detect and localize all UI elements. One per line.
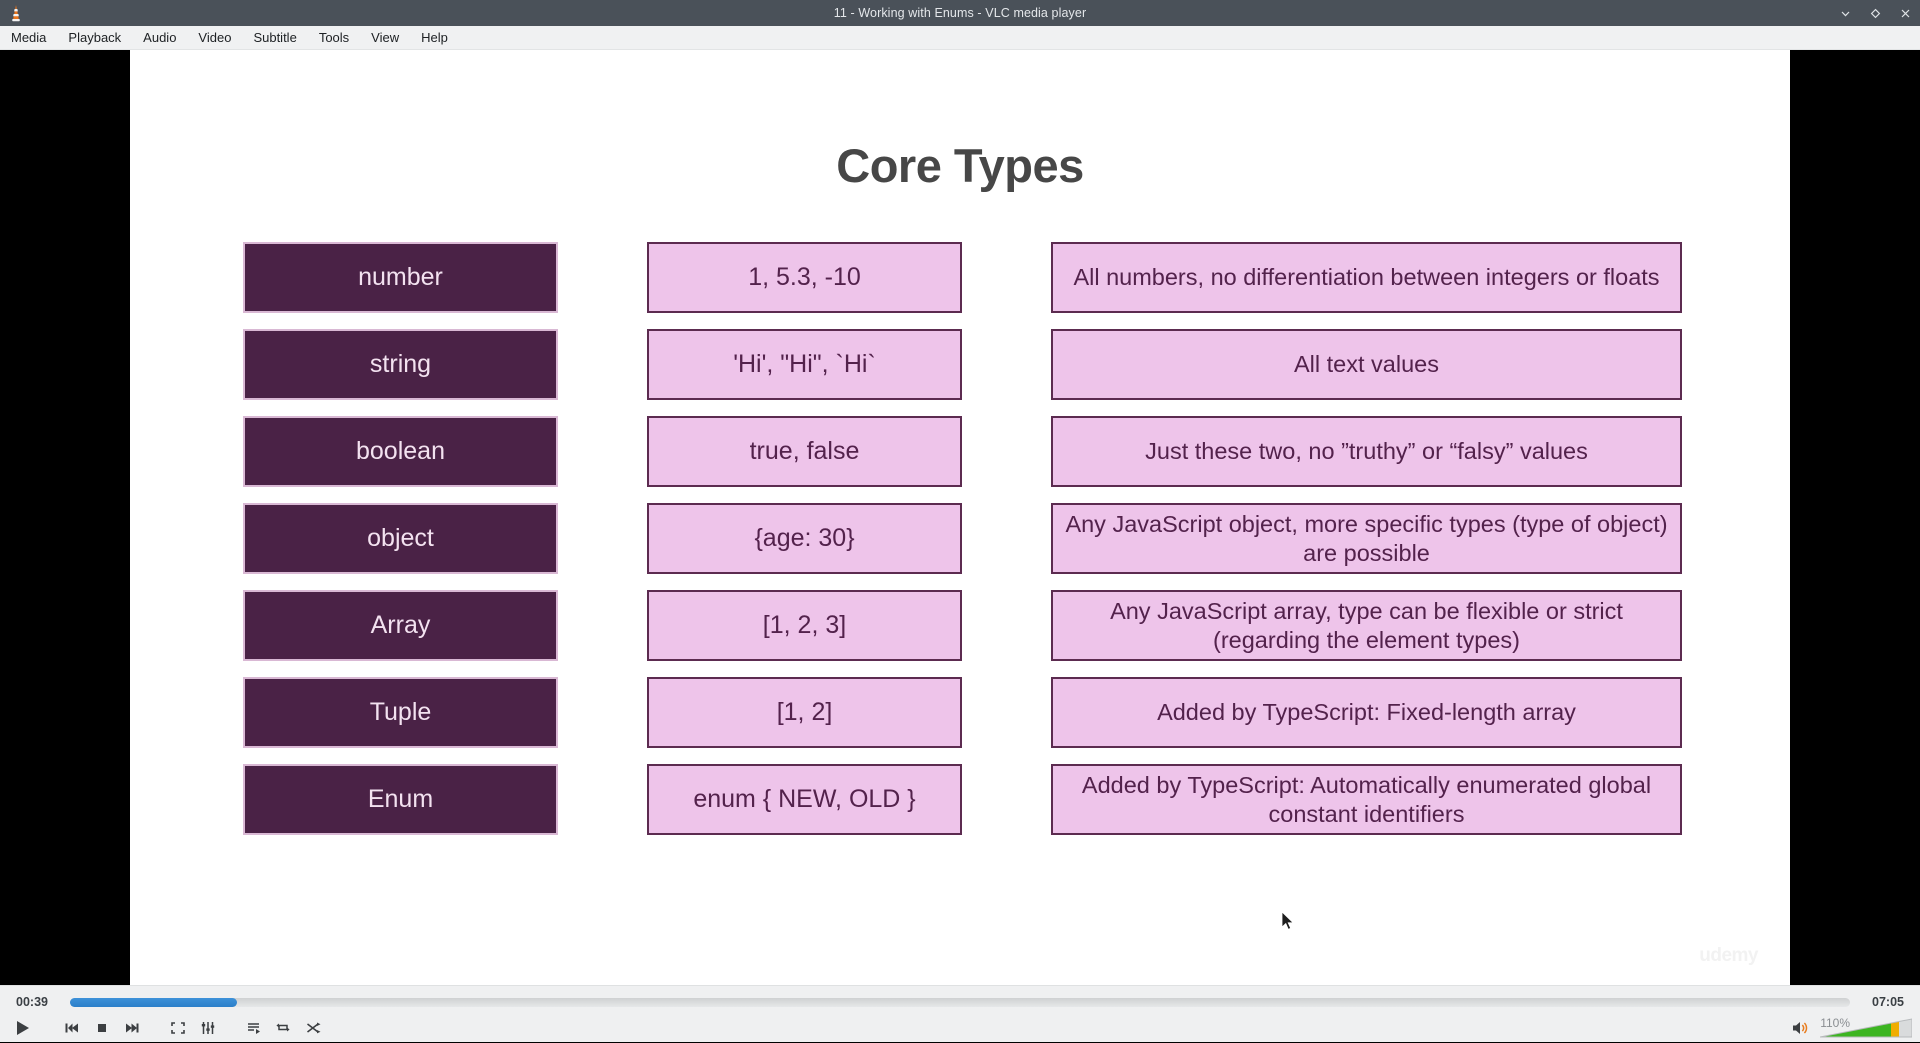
previous-button[interactable] <box>57 1014 87 1041</box>
next-button[interactable] <box>117 1014 147 1041</box>
slide-title: Core Types <box>836 139 1084 192</box>
menu-item-playback[interactable]: Playback <box>68 29 122 45</box>
menu-item-tools[interactable]: Tools <box>318 29 350 45</box>
control-bar: 00:39 07:05 <box>0 985 1920 1042</box>
type-description-cell: All numbers, no differentiation between … <box>1051 242 1682 313</box>
stop-button[interactable] <box>87 1014 117 1041</box>
type-example-cell: [1, 2] <box>647 677 962 748</box>
title-bar: 11 - Working with Enums - VLC media play… <box>0 0 1920 26</box>
table-row: Array [1, 2, 3] Any JavaScript array, ty… <box>130 590 1790 661</box>
playlist-button[interactable] <box>239 1014 269 1041</box>
type-name-cell: boolean <box>243 416 558 487</box>
type-name-cell: Array <box>243 590 558 661</box>
fullscreen-button[interactable] <box>163 1014 193 1041</box>
core-types-table: number 1, 5.3, -10 All numbers, no diffe… <box>130 242 1790 851</box>
playlist-group <box>239 1014 329 1041</box>
slide-content: Core Types number 1, 5.3, -10 All number… <box>130 50 1790 985</box>
table-row: object {age: 30} Any JavaScript object, … <box>130 503 1790 574</box>
menu-bar: Media Playback Audio Video Subtitle Tool… <box>0 26 1920 50</box>
type-description-cell: Any JavaScript object, more specific typ… <box>1051 503 1682 574</box>
maximize-button[interactable] <box>1868 6 1882 20</box>
type-name-cell: number <box>243 242 558 313</box>
transport-group <box>57 1014 147 1041</box>
type-example-cell: 'Hi', "Hi", `Hi` <box>647 329 962 400</box>
type-example-cell: {age: 30} <box>647 503 962 574</box>
menu-item-video[interactable]: Video <box>198 29 232 45</box>
mute-button[interactable] <box>1786 1014 1816 1041</box>
type-name-cell: string <box>243 329 558 400</box>
playback-buttons-row <box>0 1012 1920 1043</box>
vlc-cone-icon <box>6 3 26 23</box>
total-time[interactable]: 07:05 <box>1872 995 1904 1009</box>
type-name-cell: Tuple <box>243 677 558 748</box>
seek-row: 00:39 07:05 <box>0 993 1920 1011</box>
window-title: 11 - Working with Enums - VLC media play… <box>833 6 1087 20</box>
play-button[interactable] <box>3 1012 41 1043</box>
type-example-cell: true, false <box>647 416 962 487</box>
type-name-cell: Enum <box>243 764 558 835</box>
type-name-cell: object <box>243 503 558 574</box>
elapsed-time[interactable]: 00:39 <box>16 995 48 1009</box>
table-row: string 'Hi', "Hi", `Hi` All text values <box>130 329 1790 400</box>
menu-item-subtitle[interactable]: Subtitle <box>253 29 297 45</box>
minimize-button[interactable] <box>1838 6 1852 20</box>
type-description-cell: All text values <box>1051 329 1682 400</box>
type-description-cell: Added by TypeScript: Fixed-length array <box>1051 677 1682 748</box>
seek-slider[interactable] <box>70 997 1850 1007</box>
menu-item-audio[interactable]: Audio <box>143 29 177 45</box>
table-row: number 1, 5.3, -10 All numbers, no diffe… <box>130 242 1790 313</box>
table-row: boolean true, false Just these two, no ”… <box>130 416 1790 487</box>
video-surface[interactable]: Core Types number 1, 5.3, -10 All number… <box>0 50 1920 985</box>
type-description-cell: Added by TypeScript: Automatically enume… <box>1051 764 1682 835</box>
shuffle-button[interactable] <box>299 1014 329 1041</box>
extended-settings-button[interactable] <box>193 1014 223 1041</box>
udemy-watermark: udemy <box>1699 945 1758 966</box>
volume-controls: 110% <box>1786 1012 1912 1043</box>
close-button[interactable] <box>1898 6 1912 20</box>
volume-percent-label: 110% <box>1820 1015 1850 1030</box>
menu-item-media[interactable]: Media <box>11 29 47 45</box>
table-row: Tuple [1, 2] Added by TypeScript: Fixed-… <box>130 677 1790 748</box>
loop-button[interactable] <box>269 1014 299 1041</box>
menu-item-view[interactable]: View <box>371 29 400 45</box>
type-description-cell: Any JavaScript array, type can be flexib… <box>1051 590 1682 661</box>
type-example-cell: 1, 5.3, -10 <box>647 242 962 313</box>
table-row: Enum enum { NEW, OLD } Added by TypeScri… <box>130 764 1790 835</box>
menu-item-help[interactable]: Help <box>421 29 448 45</box>
window-controls <box>1838 0 1912 26</box>
type-description-cell: Just these two, no ”truthy” or “falsy” v… <box>1051 416 1682 487</box>
volume-slider[interactable]: 110% <box>1820 1015 1912 1038</box>
view-group <box>163 1014 223 1041</box>
seek-progress-fill <box>70 997 238 1007</box>
type-example-cell: [1, 2, 3] <box>647 590 962 661</box>
type-example-cell: enum { NEW, OLD } <box>647 764 962 835</box>
